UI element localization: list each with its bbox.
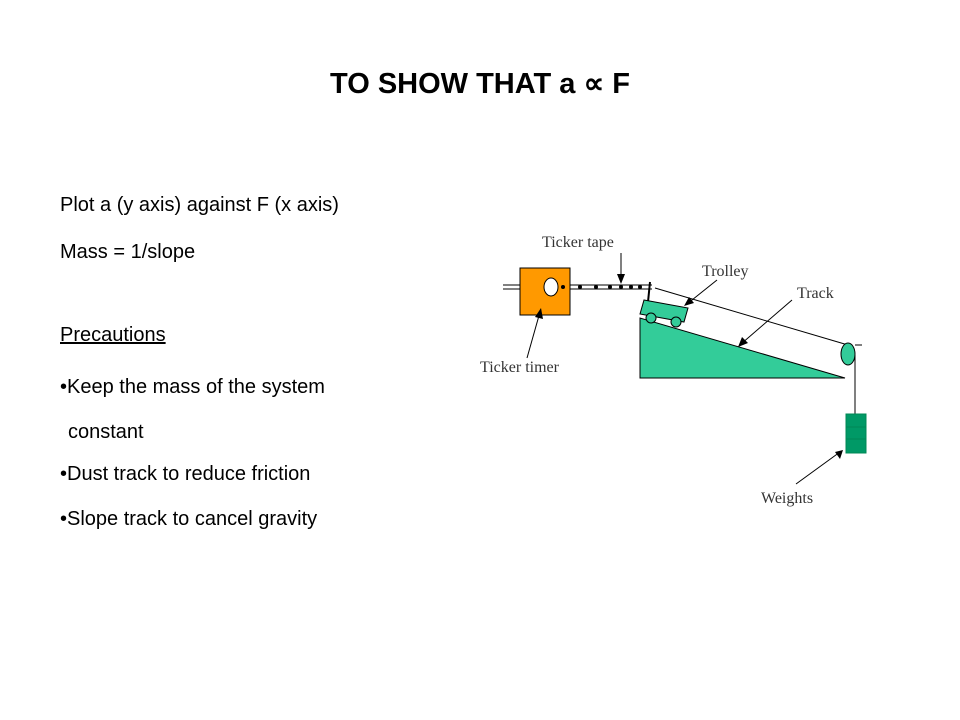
label-ticker-tape: Ticker tape xyxy=(542,234,614,251)
label-trolley: Trolley xyxy=(702,263,749,280)
label-weights: Weights xyxy=(761,490,813,507)
precaution-item-friction: •Dust track to reduce friction xyxy=(60,463,311,485)
tape-dot xyxy=(594,285,598,289)
precaution-item-mass: •Keep the mass of the system xyxy=(60,376,325,398)
arrow-trolley xyxy=(686,279,718,305)
tape-dot xyxy=(608,285,612,289)
label-track: Track xyxy=(797,285,834,302)
arrowhead-ticker-tape xyxy=(617,274,625,284)
plot-instruction: Plot a (y axis) against F (x axis) xyxy=(60,194,339,216)
tape-dot xyxy=(578,285,582,289)
arrowhead-weights xyxy=(835,450,843,459)
weights xyxy=(845,413,867,454)
arrow-track xyxy=(740,299,793,345)
tape-dot xyxy=(561,285,565,289)
arrowhead-track xyxy=(738,337,748,347)
precaution-item-mass-continued: constant xyxy=(68,421,144,443)
arrow-weights xyxy=(795,451,841,485)
label-ticker-timer: Ticker timer xyxy=(480,359,560,376)
tape-dot xyxy=(638,285,642,289)
tape-dots xyxy=(561,285,642,289)
precautions-heading: Precautions xyxy=(60,324,166,346)
trolley-wheel xyxy=(670,316,682,328)
trolley xyxy=(639,281,689,328)
ticker-timer xyxy=(519,267,571,316)
string-to-pulley xyxy=(654,287,849,346)
trolley-mast xyxy=(647,281,651,303)
arrowhead-ticker-timer xyxy=(535,308,543,319)
mass-formula: Mass = 1/slope xyxy=(60,241,196,263)
weight-disc xyxy=(845,438,867,454)
arrow-ticker-timer xyxy=(526,311,541,359)
tape-dot xyxy=(629,285,633,289)
pulley xyxy=(840,342,856,366)
weight-disc xyxy=(845,413,867,428)
precaution-item-gravity: •Slope track to cancel gravity xyxy=(60,508,318,530)
weight-disc xyxy=(845,426,867,440)
page-title: TO SHOW THAT a ∝ F xyxy=(330,68,630,100)
trolley-wheel xyxy=(645,312,657,324)
timer-vibrator xyxy=(543,277,559,297)
track-ramp xyxy=(639,317,846,379)
tape-dot xyxy=(619,285,623,289)
arrowhead-trolley xyxy=(684,297,694,306)
